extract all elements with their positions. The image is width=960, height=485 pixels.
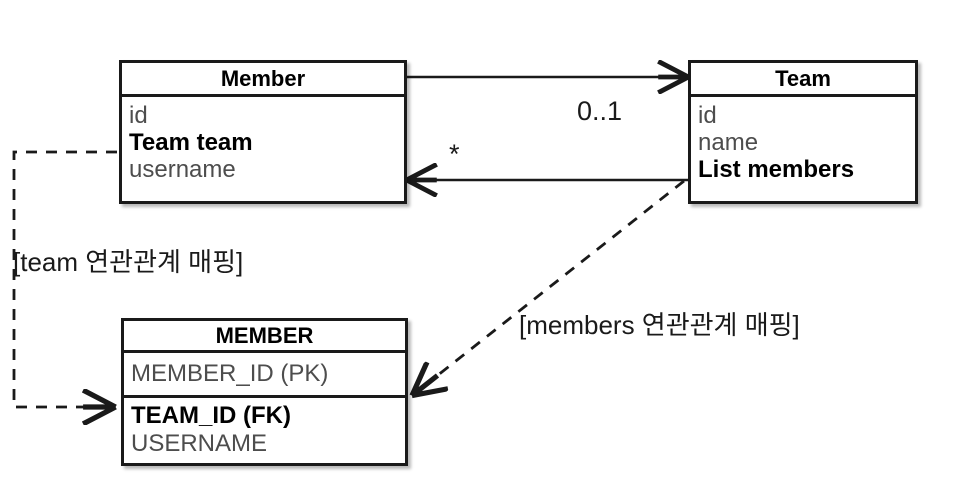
attribute-row: List members xyxy=(698,156,855,183)
entity-attributes-team-class: id name List members xyxy=(691,97,915,182)
attribute-row: name xyxy=(698,129,759,156)
cardinality-label-zero-one: 0..1 xyxy=(577,96,623,126)
entity-box-member-table: MEMBER MEMBER_ID (PK) TEAM_ID (FK) USERN… xyxy=(121,318,408,466)
column-label: USERNAME xyxy=(131,430,268,457)
entity-box-member-class: Member id Team team username xyxy=(119,60,407,204)
table-row-primary-key: MEMBER_ID (PK) xyxy=(124,353,405,398)
attribute-row: id xyxy=(698,102,717,129)
mapping-line-members xyxy=(414,179,685,394)
entity-title-member-table: MEMBER xyxy=(124,321,405,353)
annotation-members-mapping: [members 연관관계 매핑] xyxy=(519,310,800,340)
attribute-row: Team team xyxy=(129,129,253,156)
table-columns: TEAM_ID (FK) USERNAME xyxy=(124,398,405,456)
entity-attributes-member-class: id Team team username xyxy=(122,97,404,182)
annotation-team-mapping: [team 연관관계 매핑] xyxy=(13,247,244,277)
column-label: MEMBER_ID (PK) xyxy=(131,360,329,387)
entity-title-member-class: Member xyxy=(122,63,404,97)
attribute-row: username xyxy=(129,156,236,183)
entity-title-team-class: Team xyxy=(691,63,915,97)
mapping-line-team xyxy=(12,150,117,407)
entity-box-team-class: Team id name List members xyxy=(688,60,918,204)
cardinality-label-many: * xyxy=(449,139,460,169)
attribute-row: id xyxy=(129,102,148,129)
column-label: TEAM_ID (FK) xyxy=(131,402,291,429)
